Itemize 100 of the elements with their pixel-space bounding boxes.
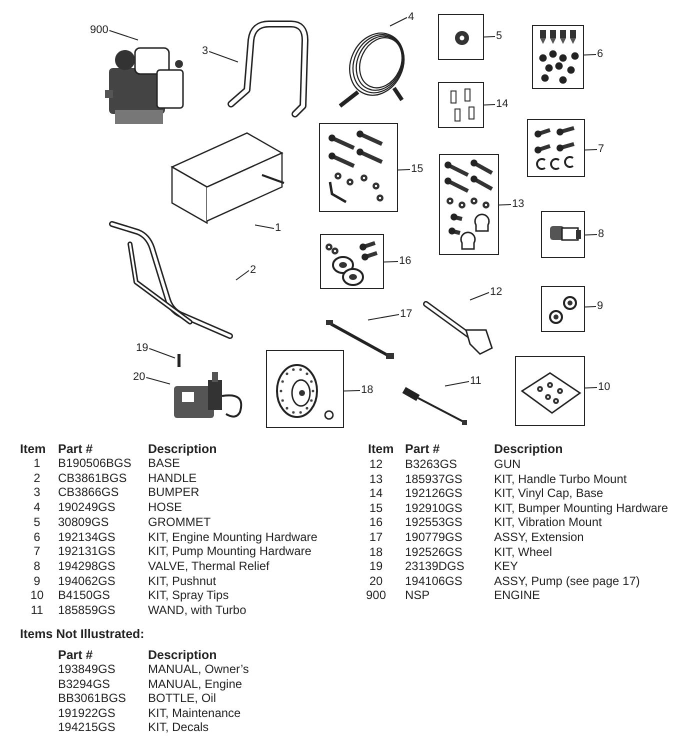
part-number: B190506BGS [58,456,132,470]
part-description: KIT, Spray Tips [148,588,229,602]
section-heading: Items Not Illustrated: [20,627,144,641]
part-description: KIT, Engine Mounting Hardware [148,530,318,544]
part-description: MANUAL, Owner’s [148,662,249,676]
leader-line [146,377,170,384]
spray-tips-drawing [532,25,584,89]
leader-line [584,387,598,388]
callout-number: 20 [133,371,146,384]
callout-number: 16 [399,255,412,268]
leader-line [390,17,408,26]
leader-line [384,261,398,262]
column-header: Item [368,442,394,456]
spray-gun-drawing [422,300,496,356]
part-number: 23139DGS [405,559,464,574]
leader-line [254,224,274,229]
part-description: KIT, Pump Mounting Hardware [148,544,312,558]
part-description: KIT, Bumper Mounting Hardware [494,500,668,515]
wheel-drawing [266,350,344,428]
part-number: 192126GS [405,486,462,500]
callout-number: 11 [470,375,482,388]
callout-number: 15 [411,163,424,176]
item-number: 1 [32,456,42,470]
item-number: 4 [32,500,42,514]
leader-line [444,381,470,386]
part-description: MANUAL, Engine [148,676,242,691]
leader-line [148,348,176,358]
key-drawing [175,352,183,368]
part-description: KEY [494,559,518,574]
leader-line [236,270,250,280]
part-number: 192131GS [58,544,116,558]
part-number: 194298GS [58,558,116,573]
item-number: 16 [368,515,384,530]
callout-number: 18 [361,384,374,397]
item-number: 8 [32,558,42,573]
leader-line [470,292,490,300]
part-description: HANDLE [148,470,197,485]
leader-line [584,149,598,150]
valve-drawing [541,211,585,258]
pushnut-drawing [541,286,585,332]
item-number: 19 [368,559,384,574]
leader-line [498,204,512,206]
bolt-kit-drawing [527,119,585,177]
callout-number: 17 [400,308,412,321]
callout-number: 6 [597,48,604,61]
part-number: 192526GS [405,544,462,559]
item-number: 9 [32,574,42,588]
handle-drawing [108,218,236,342]
extension-wand-drawing [325,320,395,360]
part-description: KIT, Vinyl Cap, Base [494,486,604,500]
item-number: 2 [32,470,42,485]
item-number: 13 [368,472,384,486]
wand-drawing [400,386,468,426]
part-number: 193849GS [58,662,116,676]
part-description: KIT, Decals [148,720,209,734]
part-number: 30809GS [58,514,109,529]
part-number: B3263GS [405,457,458,471]
callout-number: 3 [202,45,208,58]
part-description: GUN [494,457,521,471]
part-number: 194106GS [405,574,462,588]
bolt-kit-drawing [319,123,398,212]
callout-number: 1 [275,222,282,235]
callout-number: 8 [598,228,604,241]
column-header: Description [148,648,217,662]
part-number: 185937GS [405,472,462,486]
part-number: CB3861BGS [58,470,127,485]
item-number: 17 [368,530,384,544]
item-number: 3 [32,485,42,500]
part-number: NSP [405,588,430,602]
callout-number: 900 [90,24,108,37]
part-number: 191922GS [58,706,116,720]
callout-number: 19 [136,342,148,355]
part-number: 185859GS [58,603,116,617]
part-number: CB3866GS [58,485,119,500]
part-number: 190249GS [58,500,116,514]
part-description: KIT, Handle Turbo Mount [494,472,627,486]
column-header: Description [148,442,217,456]
grommet-drawing [438,14,484,60]
part-description: ENGINE [494,588,540,602]
leader-line [108,30,138,40]
callout-number: 13 [512,198,524,211]
item-number: 14 [368,486,384,500]
callout-number: 10 [598,381,610,394]
part-number: B3294GS [58,676,110,691]
item-number: 15 [368,500,384,515]
bolt-kit-drawing [439,154,499,255]
part-number: 192910GS [405,500,462,515]
part-description: KIT, Pushnut [148,574,216,588]
leader-line [208,51,238,62]
part-number: B4150GS [58,588,110,602]
leader-line [344,390,360,392]
part-description: HOSE [148,500,182,514]
part-description: BASE [148,456,180,470]
vibration-mount-drawing [320,234,384,289]
leader-line [484,104,496,106]
part-description: ASSY, Extension [494,530,584,544]
callout-number: 2 [250,264,256,277]
leader-line [398,169,410,170]
part-description: ASSY, Pump (see page 17) [494,574,640,588]
column-header: Part # [405,442,440,456]
